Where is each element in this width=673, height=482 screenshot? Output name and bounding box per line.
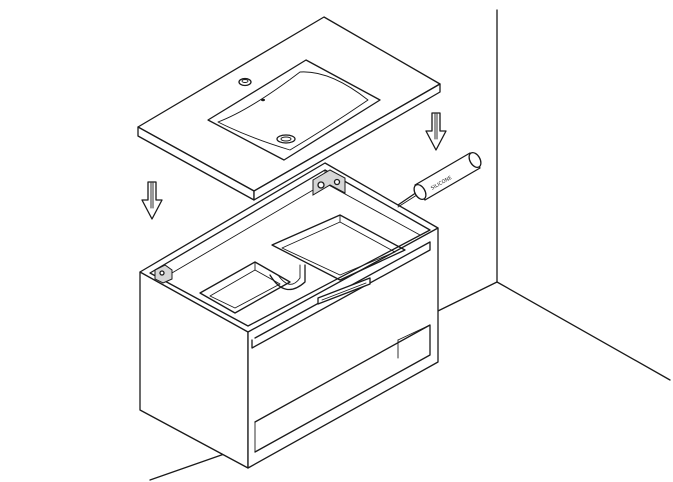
down-arrow-right bbox=[425, 112, 447, 151]
drawer-compartments bbox=[199, 214, 406, 314]
vanity-cabinet bbox=[139, 162, 439, 469]
down-arrow-left bbox=[141, 181, 163, 220]
silicone-tube: SILICONE bbox=[397, 151, 482, 208]
wall-bracket-right bbox=[312, 169, 346, 196]
wall-bracket-left bbox=[154, 264, 173, 284]
basin-countertop bbox=[137, 16, 441, 201]
